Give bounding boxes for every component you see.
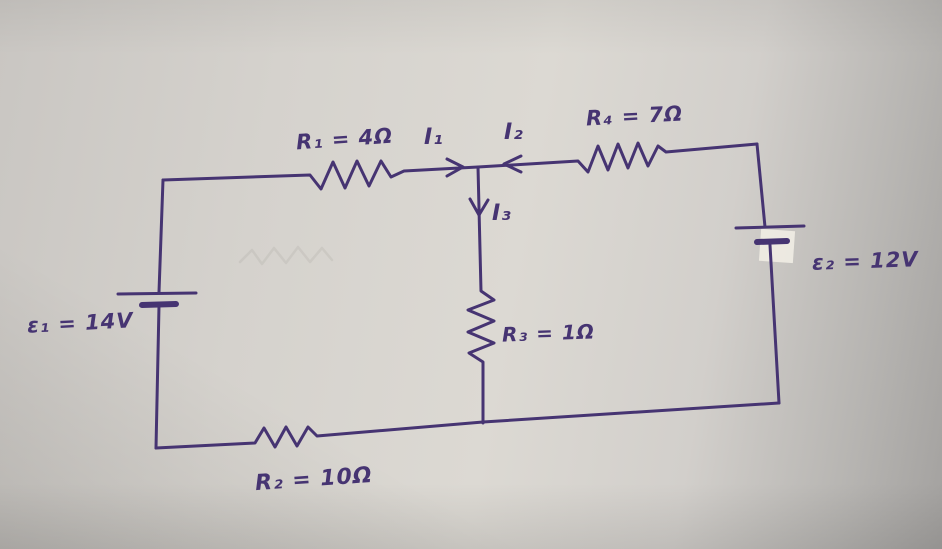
wire-right-upper — [755, 142, 767, 229]
current-i2-label: I₂ — [504, 120, 524, 145]
current-arrow-i3 — [468, 197, 490, 217]
current-arrow-i2 — [502, 154, 523, 174]
battery-e2-label: ε₂ = 12V — [811, 247, 919, 275]
resistor-r4-label: R₄ = 7Ω — [585, 101, 684, 131]
paper-impression-mark — [238, 245, 334, 266]
wire-right-lower — [768, 243, 781, 405]
resistor-r3-label: R₃ = 1Ω — [501, 319, 596, 347]
current-arrow-i1 — [445, 157, 465, 178]
wire-middle-branch-with-resistor-r3 — [466, 165, 496, 425]
wire-left-lower — [154, 304, 161, 450]
battery-e2-long-plate — [734, 224, 806, 230]
battery-e1-long-plate — [116, 291, 198, 296]
wire-bottom-with-resistor-r2 — [154, 401, 781, 450]
wire-left-upper — [157, 178, 165, 294]
current-i1-label: I₁ — [424, 125, 444, 150]
wire-top-right-with-resistor-r4 — [476, 141, 759, 174]
wire-top-left-with-resistor-r1 — [161, 159, 480, 191]
battery-e2-short-plate — [754, 238, 790, 245]
current-i3-label: I₃ — [492, 201, 512, 226]
correction-tape — [758, 228, 796, 264]
